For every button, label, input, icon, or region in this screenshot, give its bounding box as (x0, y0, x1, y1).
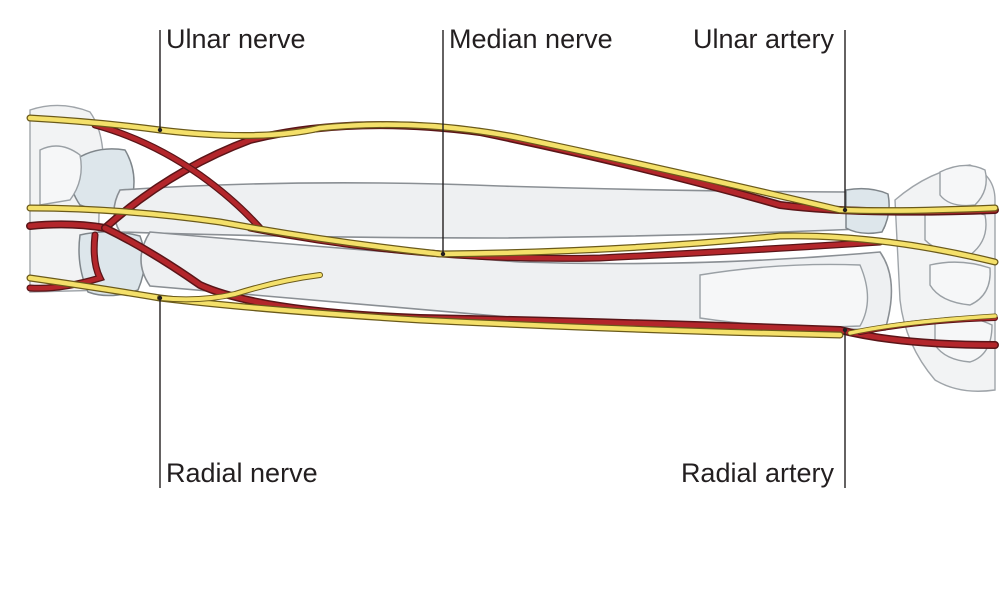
ulnar-nerve-label: Ulnar nerve (166, 24, 306, 54)
wrist-region (845, 164, 996, 392)
radial-nerve-label: Radial nerve (166, 458, 318, 488)
radial-artery-label: Radial artery (680, 458, 834, 488)
leader-lines (157, 30, 848, 488)
ulnar-artery-label: Ulnar artery (692, 24, 834, 54)
radius-head (699, 263, 869, 328)
median-nerve-label: Median nerve (449, 24, 613, 54)
